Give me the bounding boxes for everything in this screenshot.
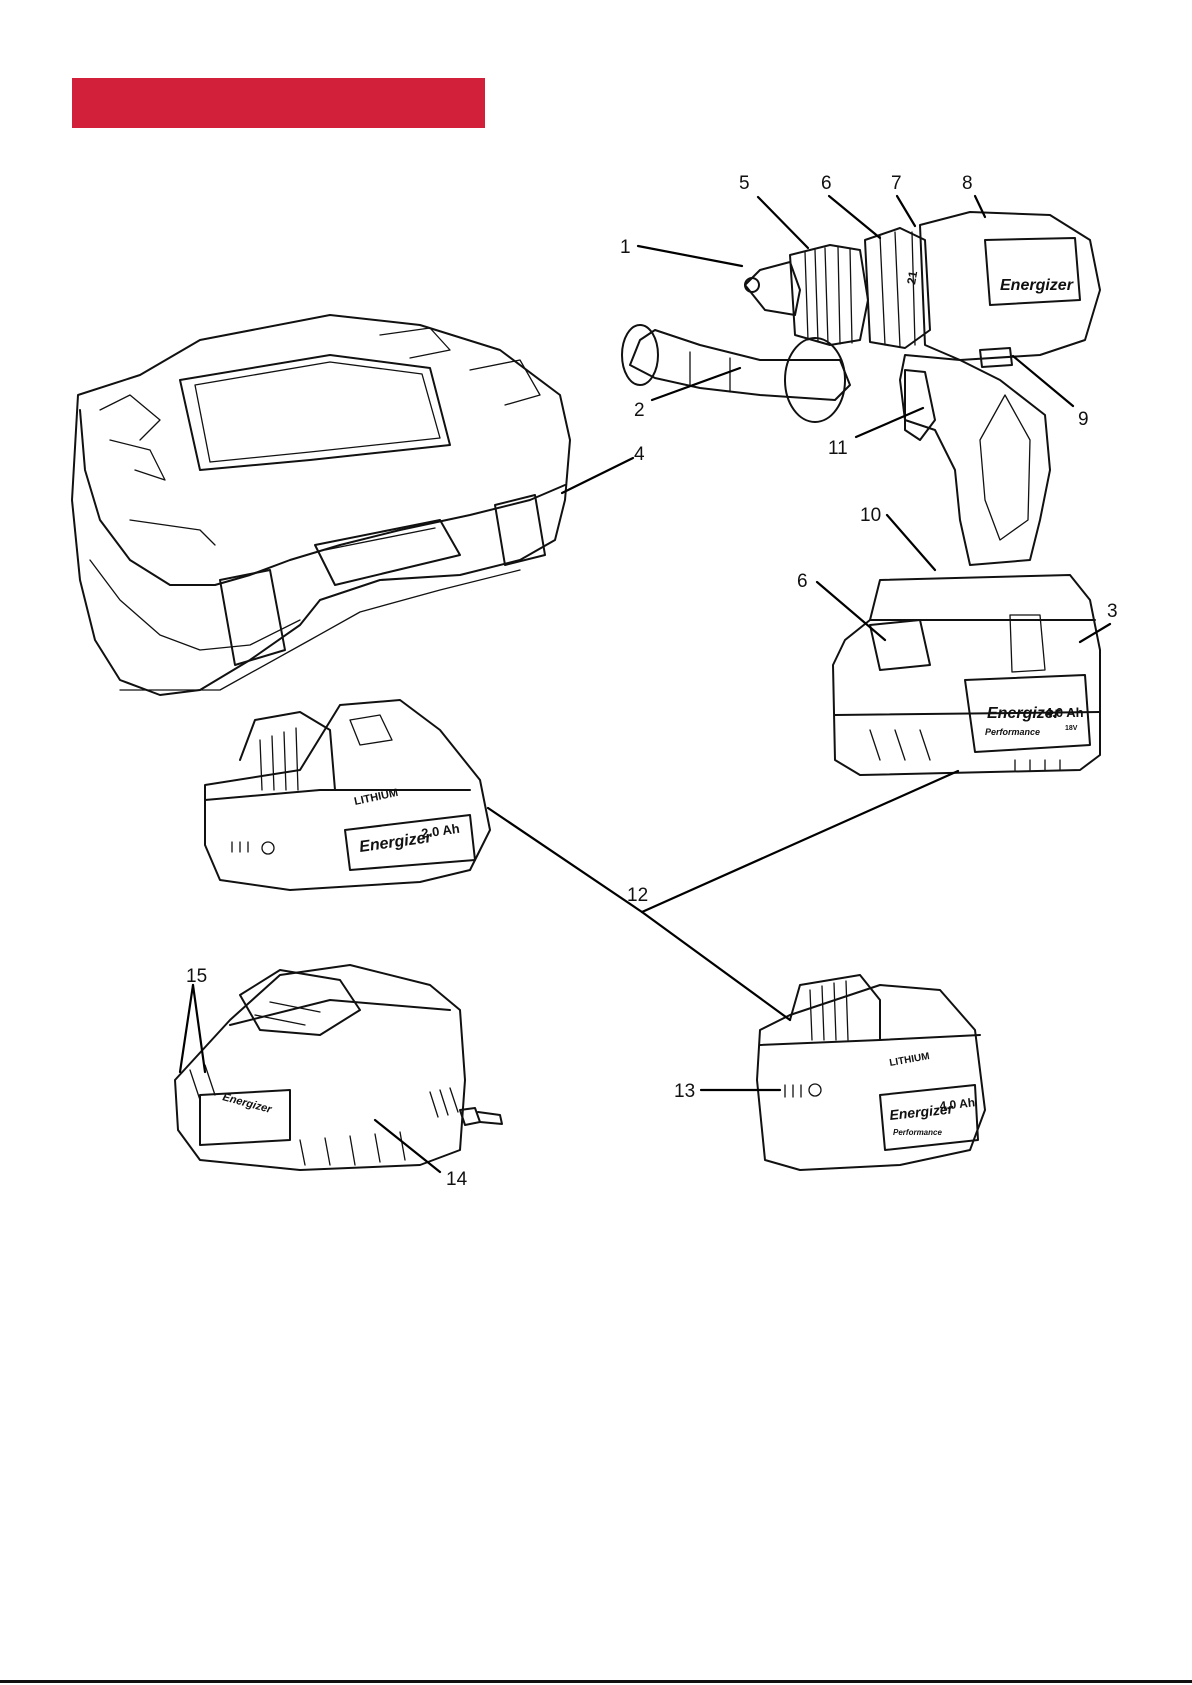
callout-7: 7 [891, 173, 902, 194]
small-battery-capacity: 2.0 Ah [420, 821, 460, 841]
callout-15: 15 [186, 966, 207, 987]
callout-10: 10 [860, 505, 881, 526]
callout-1: 1 [620, 237, 631, 258]
large-battery-capacity: 4.0 Ah [939, 1095, 976, 1113]
callout-5: 5 [739, 173, 750, 194]
callout-6-chuck: 6 [821, 173, 832, 194]
drill-torque-marking: 21 [904, 270, 920, 286]
callout-6-battery: 6 [797, 571, 808, 592]
drill-battery-series: Performance [985, 727, 1040, 737]
bottom-rule [0, 1680, 1192, 1683]
callout-9: 9 [1078, 409, 1089, 430]
callout-13: 13 [674, 1081, 695, 1102]
drill-battery-capacity: 4.0 Ah [1045, 705, 1084, 720]
charger-logo: Energizer [221, 1091, 273, 1116]
large-battery-type: LITHIUM [889, 1051, 931, 1069]
callout-3: 3 [1107, 601, 1118, 622]
callout-8: 8 [962, 173, 973, 194]
carry-case-illustration [72, 315, 570, 695]
drill-battery-voltage: 18V [1065, 725, 1078, 732]
large-battery-series: Performance [893, 1128, 942, 1137]
cordless-drill-illustration: Energizer 21 Energizer 4.0 Ah 18V Perfor… [622, 212, 1100, 775]
callout-4: 4 [634, 444, 645, 465]
battery-2ah-illustration: Energizer 2.0 Ah LITHIUM [205, 700, 490, 890]
callout-2: 2 [634, 400, 645, 421]
callout-14: 14 [446, 1169, 468, 1190]
drill-brand-logo: Energizer [1000, 277, 1074, 294]
charger-illustration: Energizer [175, 965, 502, 1170]
callout-12: 12 [627, 885, 648, 906]
callout-numbers: 1 2 3 4 5 6 7 8 9 10 6 11 12 13 14 15 [186, 173, 1118, 1190]
battery-4ah-illustration: Energizer 4.0 Ah LITHIUM Performance [757, 975, 985, 1170]
callout-11: 11 [828, 438, 848, 459]
